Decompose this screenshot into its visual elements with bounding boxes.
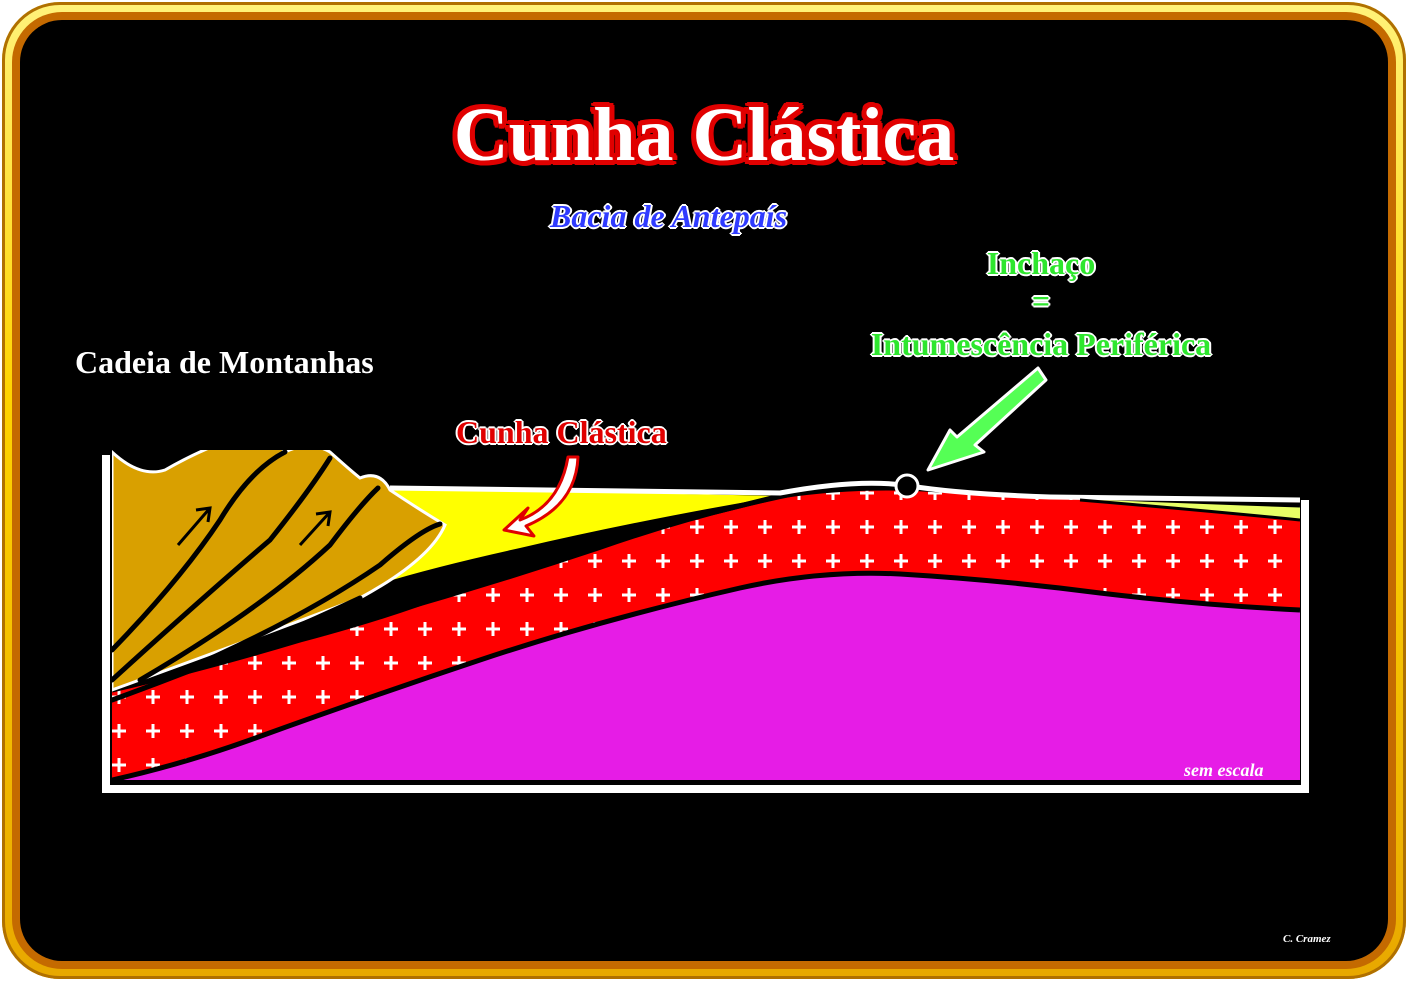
bulge-label-line3: Intumescência Periférica — [870, 326, 1212, 362]
mountain-belt-label: Cadeia de Montanhas — [75, 344, 374, 380]
bulge-label-line1: Inchaço — [986, 245, 1096, 281]
clastic-wedge-layer — [360, 488, 780, 590]
subtitle: Bacia de Antepaís — [550, 198, 788, 234]
scale-note: sem escala — [1184, 760, 1264, 780]
section-border — [102, 455, 1309, 793]
curved-arrow-icon — [502, 455, 580, 538]
circle-marker-icon — [894, 473, 920, 499]
up-arrow-icon — [176, 506, 332, 547]
bulge-label-line2: = — [1031, 283, 1051, 319]
page-title: Cunha Clástica — [453, 93, 955, 177]
mantle-layer — [112, 573, 1300, 780]
clastic-wedge-label: Cunha Clástica — [456, 414, 667, 450]
crust-layer — [112, 488, 1300, 780]
author-credit: C. Cramez — [1283, 933, 1331, 945]
pointer-arrow-icon — [926, 366, 1048, 472]
